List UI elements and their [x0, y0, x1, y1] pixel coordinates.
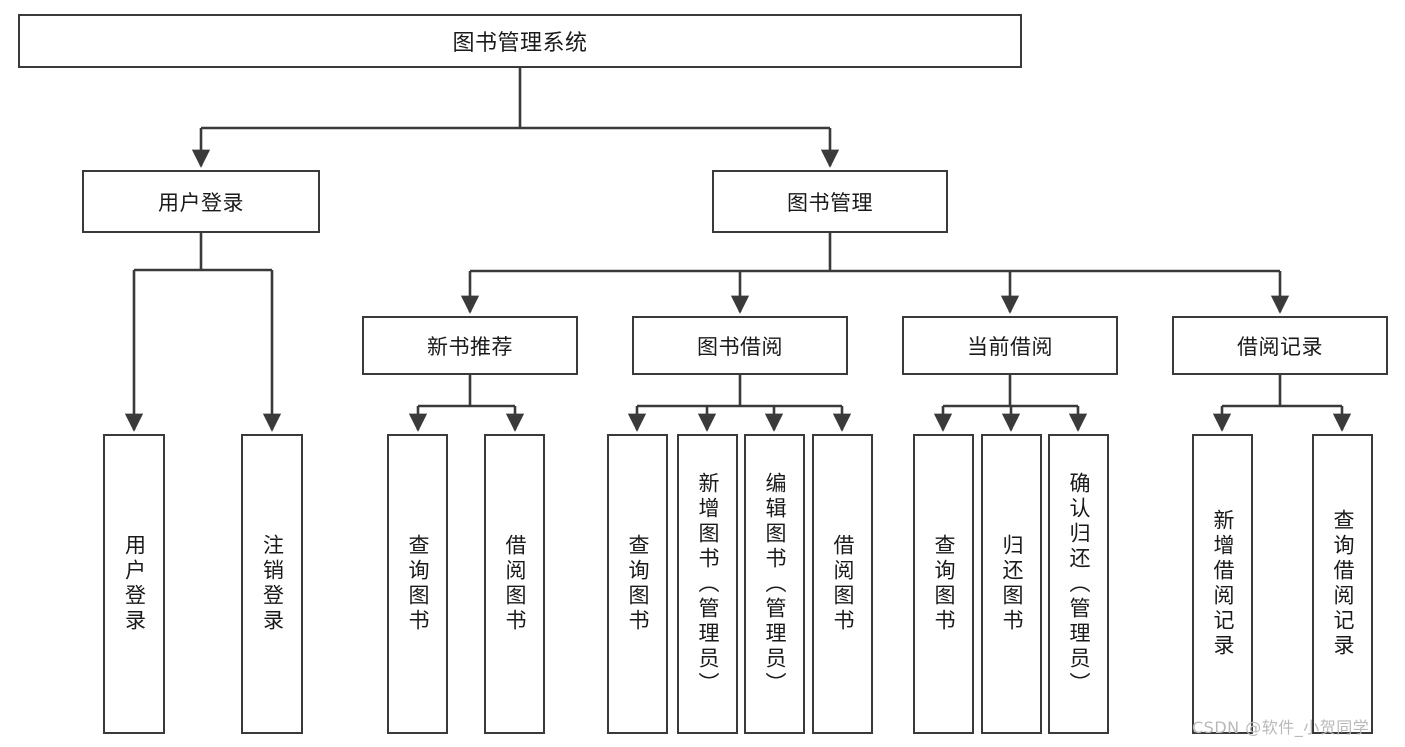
node-user-login[interactable]: 用户登录: [82, 170, 320, 233]
node-label: 查询借阅记录: [1331, 509, 1355, 659]
node-label: 当前借阅: [967, 334, 1053, 359]
leaf-query-book-nb[interactable]: 查询图书: [387, 434, 448, 734]
node-label: 确认归还（管理员）: [1067, 471, 1091, 697]
node-label: 用户登录: [122, 534, 147, 634]
node-label: 新增借阅记录: [1211, 509, 1235, 659]
node-label: 新增图书（管理员）: [696, 471, 720, 697]
node-new-book-recommend[interactable]: 新书推荐: [362, 316, 578, 375]
node-borrow-record[interactable]: 借阅记录: [1172, 316, 1388, 375]
node-label: 用户登录: [158, 190, 244, 215]
leaf-return-book[interactable]: 归还图书: [981, 434, 1042, 734]
node-label: 查询图书: [406, 534, 430, 634]
leaf-add-book-admin[interactable]: 新增图书（管理员）: [677, 434, 738, 734]
node-label: 编辑图书（管理员）: [763, 471, 787, 697]
leaf-add-borrow-record[interactable]: 新增借阅记录: [1192, 434, 1253, 734]
node-label: 图书借阅: [697, 334, 783, 359]
node-label: 新书推荐: [427, 334, 513, 359]
node-label: 借阅记录: [1237, 334, 1323, 359]
node-book-borrow[interactable]: 图书借阅: [632, 316, 848, 375]
node-label: 注销登录: [260, 534, 285, 634]
node-label: 图书管理: [787, 190, 873, 215]
node-label: 归还图书: [1000, 534, 1024, 634]
leaf-edit-book-admin[interactable]: 编辑图书（管理员）: [744, 434, 805, 734]
node-label: 图书管理系统: [452, 31, 588, 56]
node-label: 借阅图书: [503, 534, 527, 634]
node-label: 查询图书: [932, 534, 956, 634]
node-label: 查询图书: [626, 534, 650, 634]
node-current-borrow[interactable]: 当前借阅: [902, 316, 1118, 375]
node-label: 借阅图书: [831, 534, 855, 634]
leaf-logout[interactable]: 注销登录: [241, 434, 303, 734]
leaf-query-borrow-record[interactable]: 查询借阅记录: [1312, 434, 1373, 734]
node-book-management[interactable]: 图书管理: [712, 170, 948, 233]
leaf-borrow-book-bb[interactable]: 借阅图书: [812, 434, 873, 734]
leaf-borrow-book-nb[interactable]: 借阅图书: [484, 434, 545, 734]
leaf-query-book-cb[interactable]: 查询图书: [913, 434, 974, 734]
leaf-confirm-return-admin[interactable]: 确认归还（管理员）: [1048, 434, 1109, 734]
node-root-system[interactable]: 图书管理系统: [18, 14, 1022, 68]
leaf-user-login[interactable]: 用户登录: [103, 434, 165, 734]
leaf-query-book-bb[interactable]: 查询图书: [607, 434, 668, 734]
